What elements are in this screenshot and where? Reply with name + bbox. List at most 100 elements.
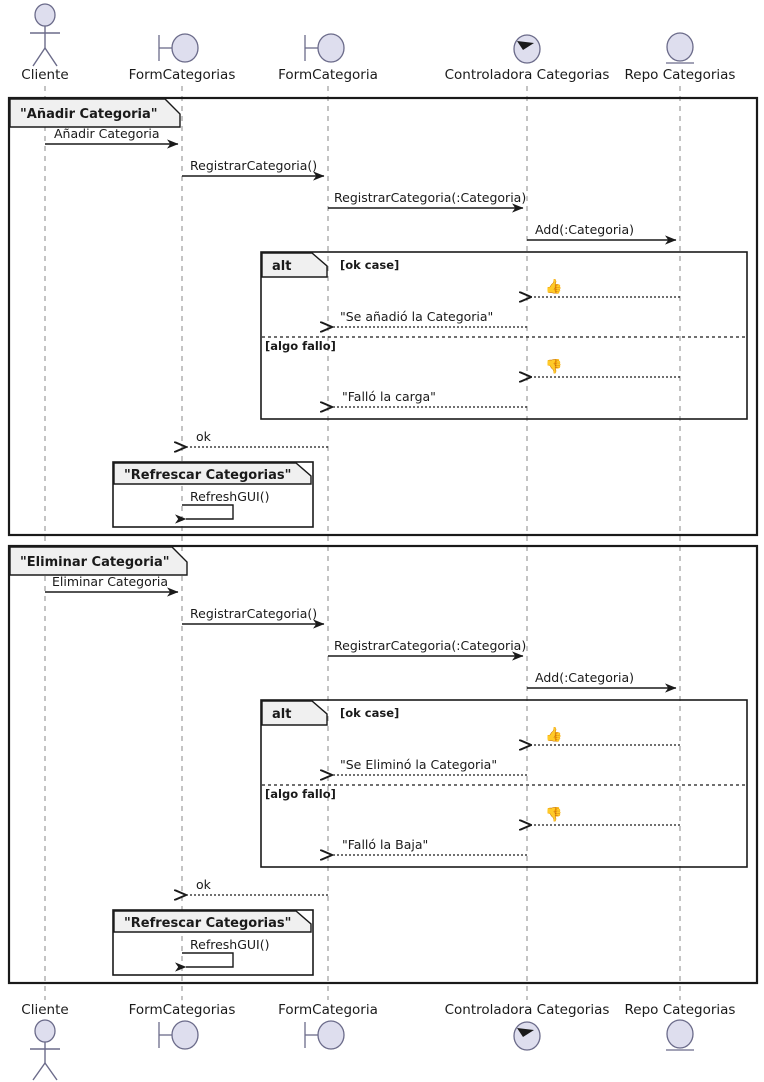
group-title-tab [113, 910, 312, 933]
message-label: RegistrarCategoria() [190, 158, 317, 173]
alt-frame-border [260, 251, 748, 420]
message-label: RegistrarCategoria(:Categoria) [334, 190, 526, 205]
group-refrescar-categorias-2[interactable]: "Refrescar Categorias" RefreshGUI() [112, 909, 314, 976]
self-message-arrow [175, 504, 234, 524]
message-label: "Falló la Baja" [342, 837, 428, 852]
message-label: RegistrarCategoria() [190, 606, 317, 621]
uml-control-icon [513, 34, 541, 64]
message-registrarcategoria[interactable]: RegistrarCategoria() [182, 158, 325, 181]
message-add-categoria[interactable]: Add(:Categoria) [527, 222, 677, 245]
message-repo-fail-return[interactable]: 👎 [531, 806, 680, 825]
participant-repo-header[interactable]: Repo Categorias [625, 32, 736, 83]
message-registrarcategoria-categoria[interactable]: RegistrarCategoria(:Categoria) [328, 190, 526, 213]
message-repo-ok-return[interactable]: 👍 [531, 726, 680, 745]
message-fallo-la-carga[interactable]: "Falló la carga" [332, 389, 527, 407]
message-label: ok [196, 429, 212, 444]
uml-boundary-icon [304, 1020, 345, 1050]
participant-label: Cliente [21, 67, 68, 83]
actor-stick-figure-icon [30, 1019, 60, 1081]
participant-label: FormCategoria [278, 67, 378, 83]
message-label: Add(:Categoria) [535, 670, 634, 685]
uml-boundary-icon [304, 33, 345, 63]
alt-fragment-eliminar[interactable]: alt [ok case] 👍 "Se Eliminó la Categoria… [260, 699, 748, 868]
group-eliminar-categoria[interactable]: "Eliminar Categoria" Eliminar Categoria … [7, 544, 759, 985]
participant-label: FormCategoria [278, 1002, 378, 1018]
message-repo-fail-return[interactable]: 👎 [531, 358, 680, 377]
alt-frame-border [260, 699, 748, 868]
alt-title-label: alt [272, 259, 291, 274]
participant-formcategoria-header[interactable]: FormCategoria [278, 33, 378, 83]
alt-guard-ok: [ok case] [340, 706, 399, 720]
group-frame-border [112, 461, 314, 528]
message-label: RefreshGUI() [190, 489, 269, 504]
message-anadir-categoria[interactable]: Añadir Categoria [45, 126, 179, 149]
participant-formcategoria-footer[interactable]: FormCategoria [278, 1002, 378, 1050]
message-add-categoria[interactable]: Add(:Categoria) [527, 670, 677, 693]
message-label: RegistrarCategoria(:Categoria) [334, 638, 526, 653]
message-se-anadio-categoria[interactable]: "Se añadió la Categoria" [332, 309, 527, 327]
participant-label: Controladora Categorias [445, 1002, 610, 1018]
group-title-tab [113, 462, 312, 485]
alt-fragment-anadir[interactable]: alt [ok case] 👍 "Se añadió la Categoria"… [260, 251, 748, 420]
message-registrarcategoria[interactable]: RegistrarCategoria() [182, 606, 325, 629]
alt-guard-fail: [algo fallo] [265, 339, 336, 353]
participant-label: FormCategorias [129, 1002, 236, 1018]
participant-header-row: Cliente FormCategorias FormCategoria [21, 3, 736, 83]
participant-controladora-header[interactable]: Controladora Categorias [445, 34, 610, 83]
message-label: Añadir Categoria [54, 126, 160, 141]
alt-title-tab [261, 700, 328, 726]
participant-controladora-footer[interactable]: Controladora Categorias [445, 1002, 610, 1051]
message-label: "Se añadió la Categoria" [340, 309, 493, 324]
thumbs-down-icon: 👎 [545, 358, 562, 375]
group-frame-border [7, 96, 759, 537]
message-label: ok [196, 877, 212, 892]
group-title-label: "Eliminar Categoria" [20, 555, 170, 570]
message-ok-return[interactable]: ok [186, 877, 328, 895]
participant-label: Repo Categorias [625, 1002, 736, 1018]
message-ok-return[interactable]: ok [186, 429, 328, 447]
participant-label: Controladora Categorias [445, 67, 610, 83]
message-label: RefreshGUI() [190, 937, 269, 952]
group-title-label: "Refrescar Categorias" [124, 468, 291, 483]
group-frame-border [7, 544, 759, 985]
uml-entity-icon [666, 32, 694, 64]
alt-title-tab [261, 252, 328, 278]
participant-repo-footer[interactable]: Repo Categorias [625, 1002, 736, 1051]
group-title-tab [9, 98, 181, 128]
uml-entity-icon [666, 1019, 694, 1051]
group-refrescar-categorias-1[interactable]: "Refrescar Categorias" RefreshGUI() [112, 461, 314, 528]
message-fallo-la-baja[interactable]: "Falló la Baja" [332, 837, 527, 855]
actor-stick-figure-icon [30, 3, 60, 67]
group-anadir-categoria[interactable]: "Añadir Categoria" Añadir Categoria Regi… [7, 96, 759, 537]
group-frame-border [112, 909, 314, 976]
message-label: "Se Eliminó la Categoria" [340, 757, 497, 772]
message-label: Eliminar Categoria [52, 574, 168, 589]
participant-label: Repo Categorias [625, 67, 736, 83]
message-refreshgui-self[interactable]: RefreshGUI() [175, 489, 269, 524]
self-message-arrow [175, 952, 234, 972]
message-refreshgui-self[interactable]: RefreshGUI() [175, 937, 269, 972]
thumbs-up-icon: 👍 [545, 278, 562, 295]
participant-formcategorias-header[interactable]: FormCategorias [129, 33, 236, 83]
message-se-elimino-categoria[interactable]: "Se Eliminó la Categoria" [332, 757, 527, 775]
group-title-tab [9, 546, 188, 576]
message-repo-ok-return[interactable]: 👍 [531, 278, 680, 297]
uml-control-icon [513, 1021, 541, 1051]
alt-title-label: alt [272, 707, 291, 722]
message-label: Add(:Categoria) [535, 222, 634, 237]
participant-label: FormCategorias [129, 67, 236, 83]
thumbs-up-icon: 👍 [545, 726, 562, 743]
lifelines-group [44, 86, 681, 1000]
alt-guard-ok: [ok case] [340, 258, 399, 272]
participant-cliente-footer[interactable]: Cliente [21, 1002, 69, 1081]
participant-formcategorias-footer[interactable]: FormCategorias [129, 1002, 236, 1050]
message-registrarcategoria-categoria[interactable]: RegistrarCategoria(:Categoria) [328, 638, 526, 661]
participant-cliente-header[interactable]: Cliente [21, 3, 69, 83]
group-title-label: "Refrescar Categorias" [124, 916, 291, 931]
uml-boundary-icon [158, 33, 199, 63]
participant-label: Cliente [21, 1002, 68, 1018]
message-eliminar-categoria[interactable]: Eliminar Categoria [45, 574, 179, 597]
participant-footer-row: Cliente FormCategorias [21, 1002, 736, 1081]
message-label: "Falló la carga" [342, 389, 436, 404]
